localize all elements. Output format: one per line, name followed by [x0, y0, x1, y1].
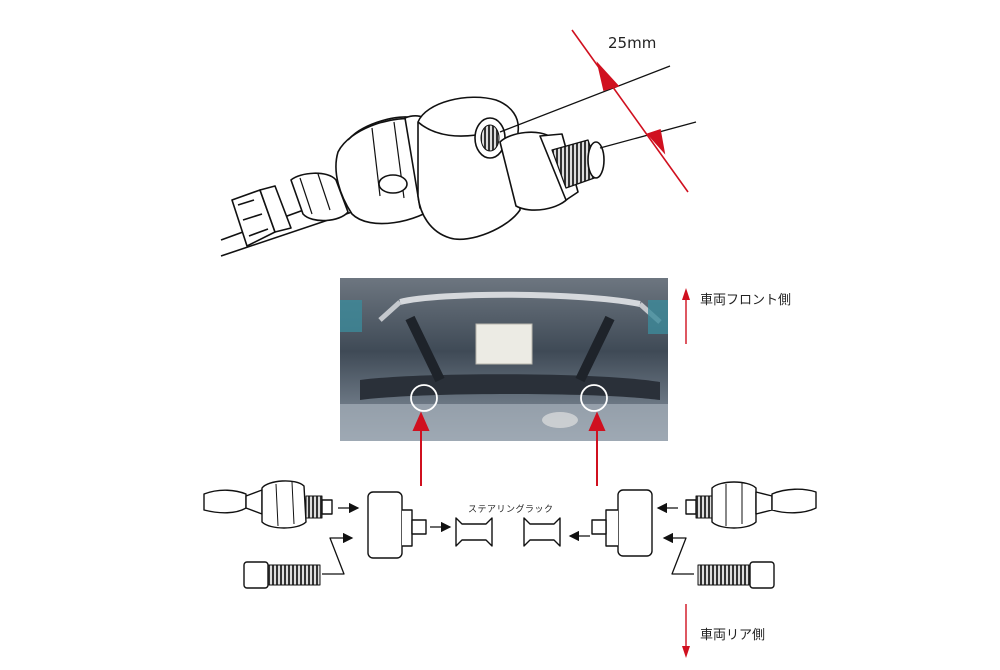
- location-arrow-left-head: [412, 411, 430, 431]
- right-bolt-arrow: [662, 532, 694, 575]
- arrow-down-icon: [682, 604, 690, 658]
- spacer-block: [417, 96, 521, 240]
- dimension-arrow-upper: [596, 61, 620, 92]
- dimension-red-guide: [571, 29, 689, 193]
- photo-white-box: [475, 323, 533, 365]
- rear-side-label: 車両リア側: [700, 628, 766, 643]
- rack-end-nut: [231, 185, 292, 247]
- photo-marker-left: [410, 384, 438, 412]
- inner-ball-joint: [290, 172, 349, 222]
- left-tie-rod: [203, 480, 333, 529]
- right-spacer: [591, 489, 653, 557]
- right-bolt: [697, 561, 775, 589]
- dimension-arrow-lower: [646, 128, 666, 155]
- steering-rack-label: ステアリングラック: [468, 505, 554, 515]
- bottom-schematic: [203, 480, 817, 589]
- location-arrow-right-head: [588, 411, 606, 431]
- underbody-photo: [340, 278, 668, 441]
- adapter-bolt-hex: [499, 131, 605, 211]
- left-bolt-arrow: [322, 532, 354, 575]
- left-spacer: [367, 491, 427, 559]
- location-arrows: [412, 411, 606, 486]
- rack-end-left: [455, 517, 493, 547]
- dimension-extension-upper: [499, 65, 671, 133]
- left-bolt: [243, 561, 321, 589]
- front-side-label: 車両フロント側: [700, 293, 792, 308]
- tie-rod-assembly-illustration: [220, 96, 605, 257]
- rack-end-right: [523, 517, 561, 547]
- photo-sway-bar: [399, 291, 641, 307]
- photo-marker-right: [580, 384, 608, 412]
- right-tie-rod: [685, 481, 817, 529]
- arrow-up-icon: [682, 288, 690, 344]
- dimension-label: 25mm: [608, 34, 657, 52]
- dimension-red-lines: [571, 29, 689, 193]
